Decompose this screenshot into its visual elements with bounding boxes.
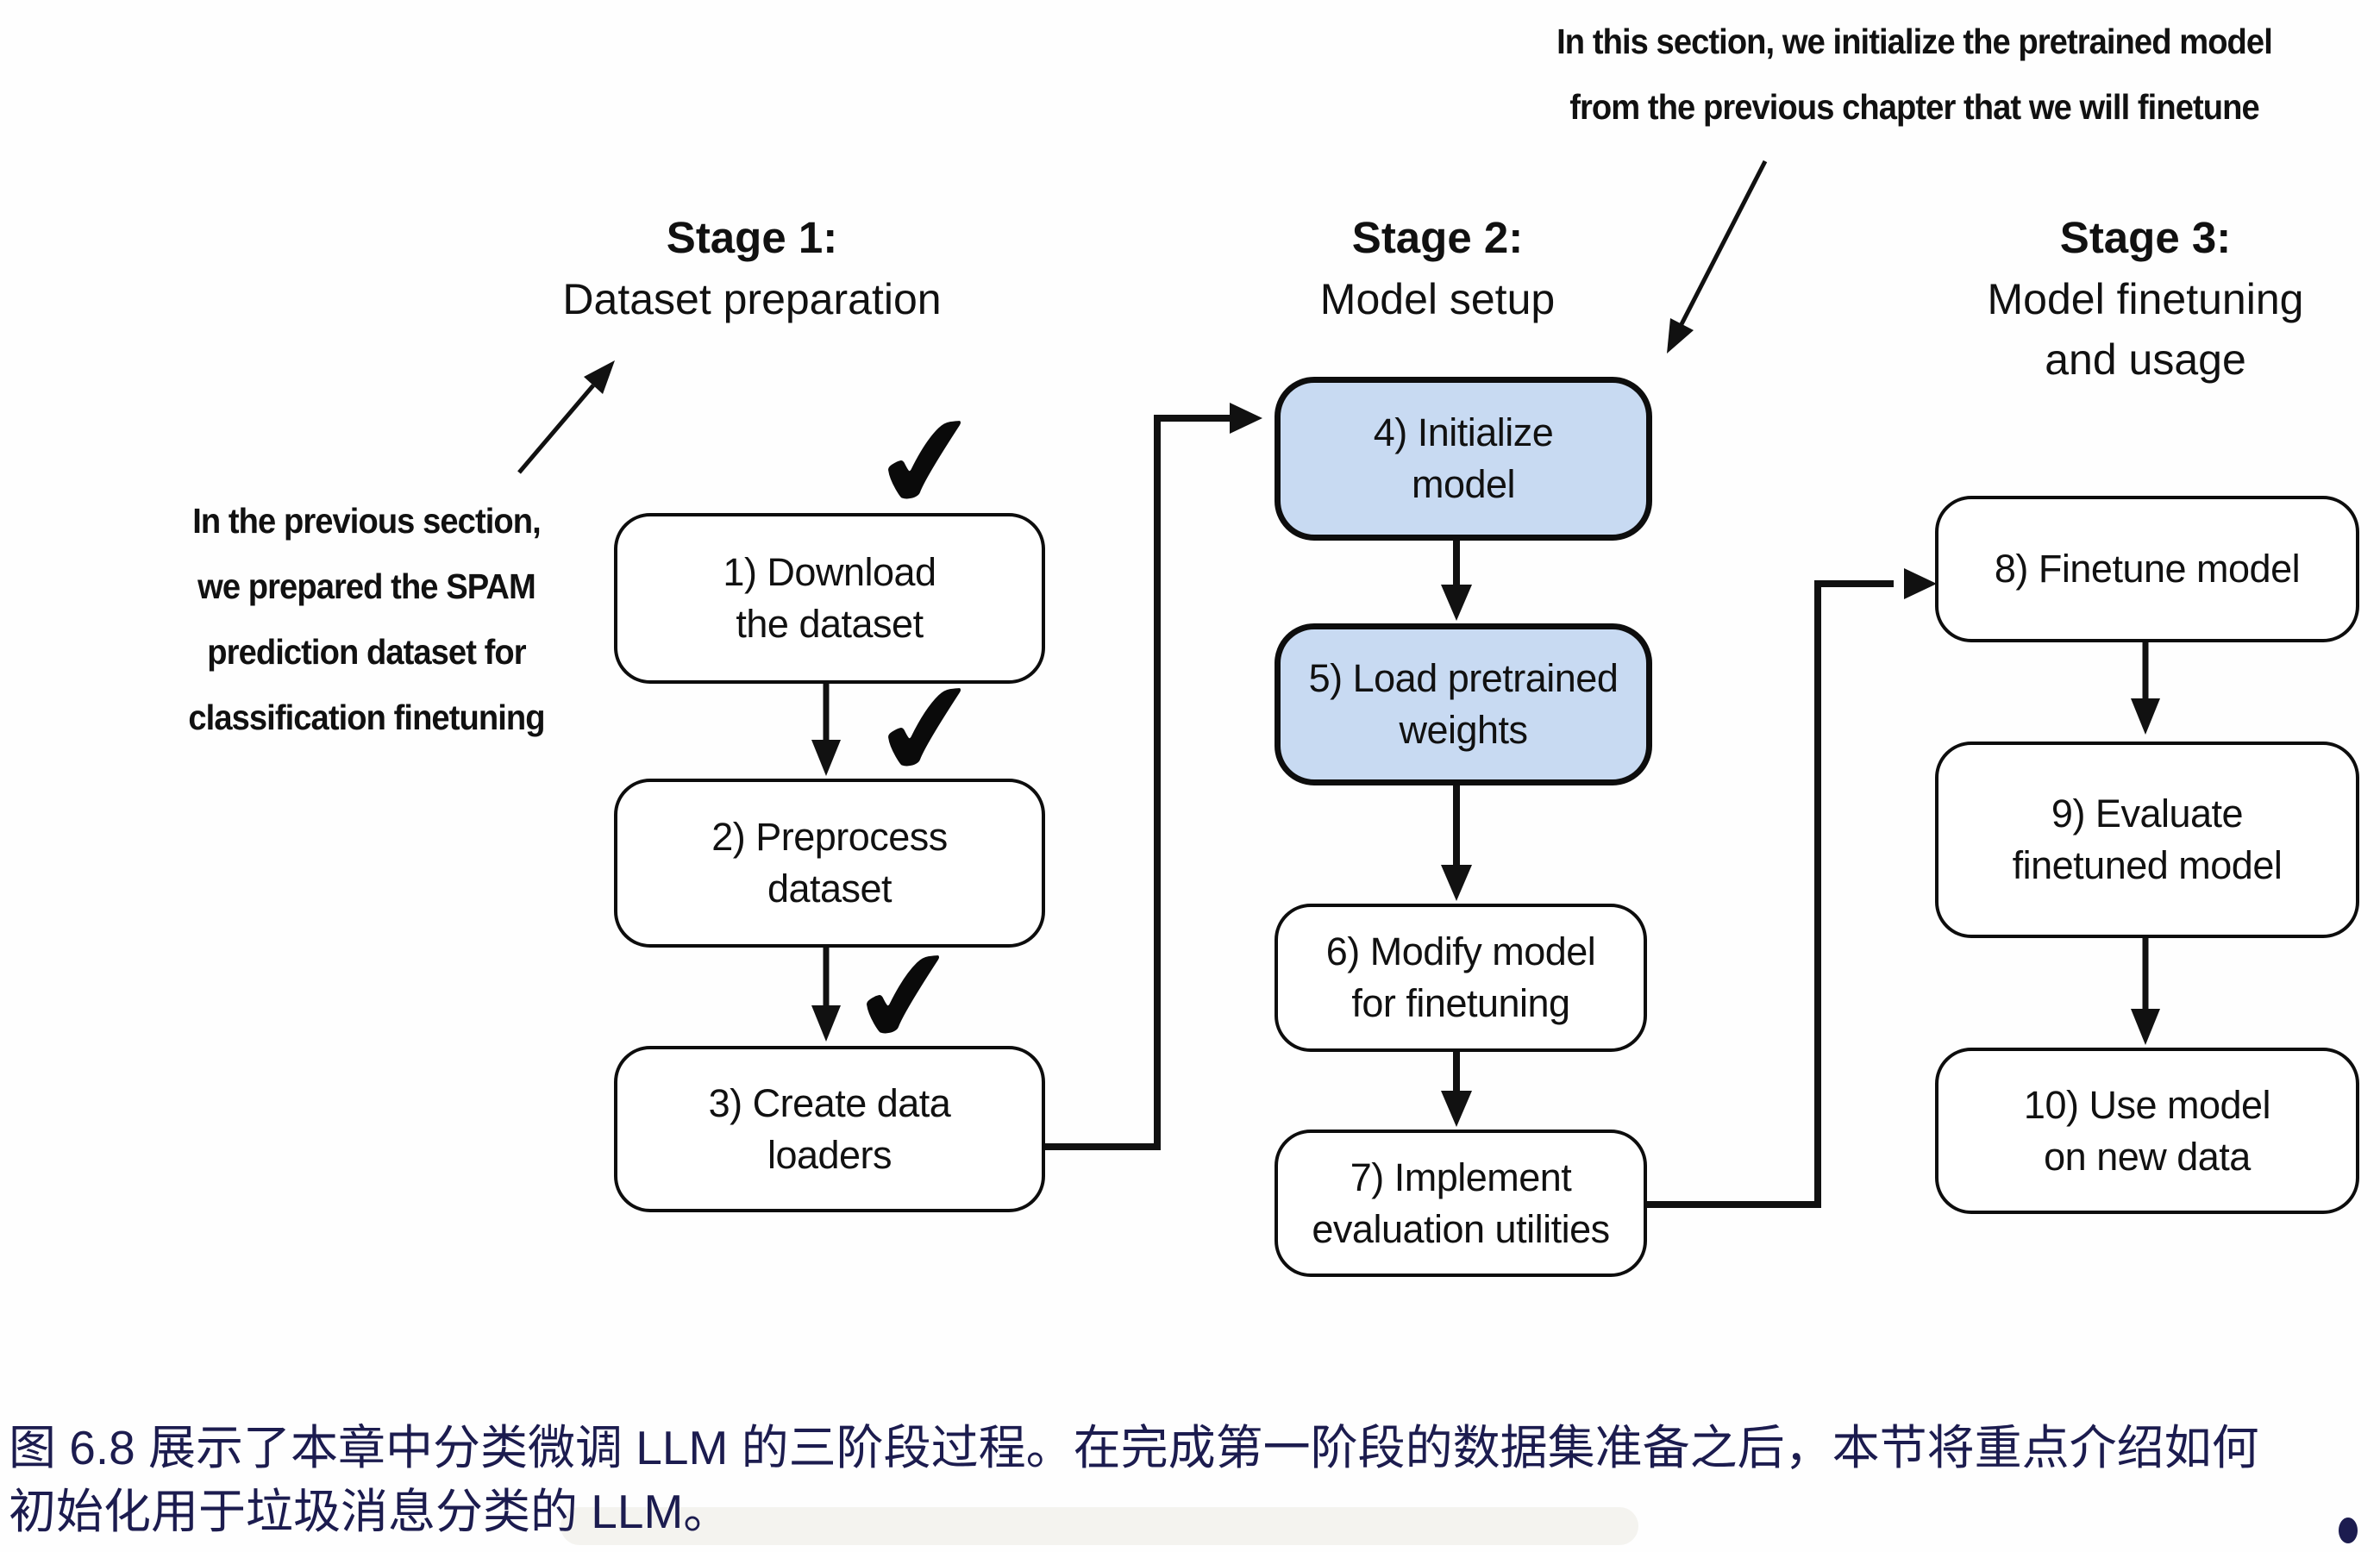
stage-1-header: Stage 1: Dataset preparation (493, 207, 1011, 329)
box-label: 8) Finetune model (1994, 547, 2301, 591)
figure-caption-line: 初始化用于垃圾消息分类的 LLM。 (9, 1485, 731, 1538)
arrow-topnote-box4 (1679, 160, 1768, 326)
box-label: model (1411, 462, 1516, 506)
box-preprocess-dataset: 2) Preprocess dataset (614, 779, 1045, 948)
figure-caption: 图 6.8 展示了本章中分类微调 LLM 的三阶段过程。在完成第一阶段的数据集准… (9, 1416, 2375, 1543)
check-icon: ✔ (862, 381, 992, 545)
box-create-data-loaders: 3) Create data loaders (614, 1046, 1045, 1212)
arrow-heads (584, 318, 2160, 1127)
box-download-dataset: 1) Download the dataset (614, 513, 1045, 684)
left-annotation-line: we prepared the SPAM (197, 566, 536, 606)
artifact-smudge (561, 1507, 1638, 1545)
stage-3-title: Stage 3: (2059, 213, 2232, 262)
check-icon: ✔ (862, 648, 992, 812)
box-label: 1) Download (723, 550, 936, 594)
box-label: 4) Initialize (1373, 410, 1554, 454)
box-label: for finetuning (1351, 981, 1570, 1025)
box-label: weights (1399, 708, 1528, 752)
box-implement-evaluation: 7) Implement evaluation utilities (1275, 1130, 1647, 1277)
box-evaluate-finetuned-model: 9) Evaluate finetuned model (1935, 742, 2359, 938)
stage-2-subtitle: Model setup (1319, 275, 1556, 323)
box-load-pretrained-weights: 5) Load pretrained weights (1275, 623, 1652, 785)
box-label: the dataset (736, 602, 924, 646)
top-annotation-line: from the previous chapter that we will f… (1569, 87, 2259, 127)
box-label: on new data (2044, 1134, 2251, 1179)
elbow-box3-box4 (1039, 415, 1233, 1150)
box-modify-model: 6) Modify model for finetuning (1275, 904, 1647, 1052)
check-icon: ✔ (841, 916, 970, 1080)
figure-caption-line: 图 6.8 展示了本章中分类微调 LLM 的三阶段过程。在完成第一阶段的数据集准… (9, 1421, 2259, 1474)
left-annotation-line: In the previous section, (192, 501, 541, 541)
box-label: 7) Implement (1350, 1155, 1572, 1199)
stage-3-header: Stage 3: Model finetuning and usage (1887, 207, 2380, 390)
stage-2-header: Stage 2: Model setup (1179, 207, 1696, 329)
box-label: 3) Create data (708, 1080, 951, 1125)
left-annotation: In the previous section, we prepared the… (112, 488, 621, 750)
top-annotation-line: In this section, we initialize the pretr… (1556, 22, 2273, 61)
box-label: 10) Use model (2023, 1082, 2271, 1127)
box-initialize-model: 4) Initialize model (1275, 377, 1652, 541)
top-annotation: In this section, we initialize the pretr… (1457, 9, 2371, 140)
stage-1-title: Stage 1: (666, 213, 838, 262)
stage-3-subtitle: and usage (2045, 335, 2246, 384)
box-label: 9) Evaluate (2051, 792, 2244, 835)
stage-2-title: Stage 2: (1351, 213, 1524, 262)
box-use-model-new-data: 10) Use model on new data (1935, 1048, 2359, 1214)
box-label: 5) Load pretrained (1308, 656, 1619, 700)
artifact-dot (2339, 1518, 2358, 1543)
box-label: 6) Modify model (1325, 929, 1596, 973)
box-label: finetuned model (2012, 843, 2283, 887)
box-finetune-model: 8) Finetune model (1935, 496, 2359, 642)
box-label: 2) Preprocess (711, 815, 948, 859)
stage-3-subtitle: Model finetuning (1987, 275, 2304, 323)
box-label: evaluation utilities (1312, 1206, 1610, 1251)
arrow-shafts (517, 160, 2149, 1208)
left-annotation-line: prediction dataset for (207, 632, 526, 672)
arrow-leftnote-stage1 (517, 384, 595, 474)
elbow-box7-box8 (1638, 580, 1894, 1208)
stage-1-subtitle: Dataset preparation (562, 275, 942, 323)
box-label: loaders (767, 1132, 892, 1177)
left-annotation-line: classification finetuning (188, 698, 545, 737)
box-label: dataset (767, 867, 892, 911)
